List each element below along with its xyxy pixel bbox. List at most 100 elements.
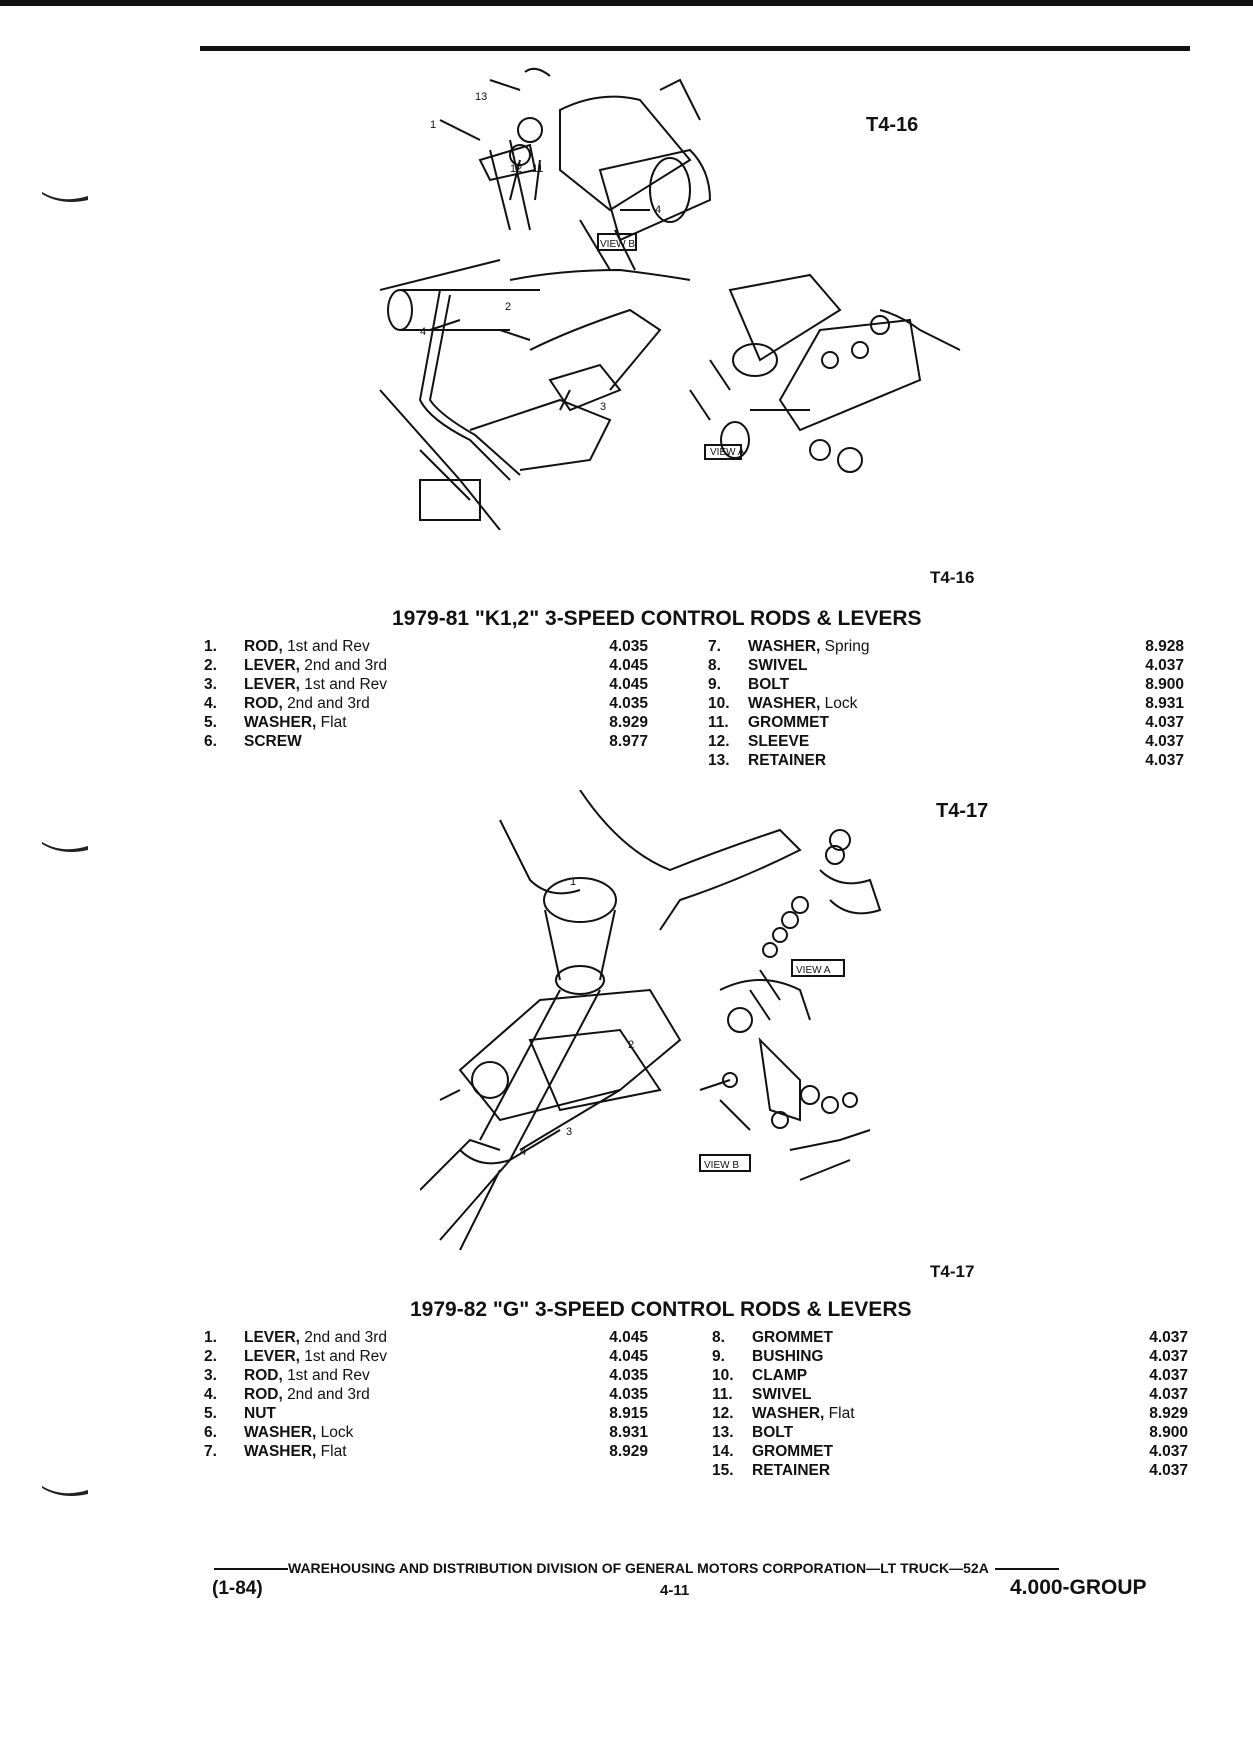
part-name: WASHER, Spring..........................…	[748, 637, 1114, 656]
part-number: 8.	[712, 1329, 725, 1346]
dot-leader: ........................................…	[748, 676, 1114, 693]
part-name: ROD, 1st and Rev........................…	[244, 637, 578, 656]
page-top-edge	[0, 0, 1253, 6]
parts-row: 2.LEVER, 1st and Rev....................…	[204, 1347, 648, 1366]
part-name-main: WASHER,	[752, 1405, 825, 1422]
part-name-main: CLAMP	[752, 1367, 808, 1384]
part-qualifier: 1st and Rev	[287, 1367, 370, 1384]
part-qualifier: Flat	[828, 1405, 855, 1422]
figure-k12-control-rods-diagram: 13 1 12 11 4 VIEW B 4 2 3 VIEW A	[379, 67, 961, 530]
callout-label: 3	[566, 1126, 572, 1138]
part-group-code: 8.929	[609, 1443, 648, 1460]
section1-parts-left: 1. ROD, 1st and Rev......................…	[204, 637, 648, 751]
binder-mark	[42, 1486, 88, 1496]
parts-row: 8. GROMMET ..............................…	[712, 1328, 1188, 1347]
part-qualifier: 2nd and 3rd	[304, 657, 388, 674]
part-group-code: 4.035	[609, 695, 648, 712]
footer-division-text: WAREHOUSING AND DISTRIBUTION DIVISION OF…	[288, 1560, 989, 1576]
part-name: WASHER, Lock............................…	[244, 1423, 578, 1442]
callout-label: 2	[505, 301, 511, 313]
footer-page-number: 4-11	[660, 1582, 690, 1599]
part-name-main: RETAINER	[748, 752, 827, 769]
part-name-main: GROMMET	[752, 1443, 833, 1460]
section2-title: 1979-82 "G" 3-SPEED CONTROL RODS & LEVER…	[410, 1298, 912, 1321]
part-name-main: GROMMET	[748, 714, 829, 731]
parts-row: 12. SLEEVE ..............................…	[708, 732, 1184, 751]
part-name: WASHER, Flat............................…	[752, 1404, 1118, 1423]
part-number: 15.	[712, 1462, 734, 1479]
part-name-main: WASHER,	[244, 1424, 317, 1441]
part-name-main: NUT	[244, 1405, 276, 1422]
part-number: 2.	[204, 1348, 217, 1365]
figure2-tag-top: T4-17	[936, 800, 989, 822]
part-name: LEVER, 2nd and 3rd......................…	[244, 656, 578, 675]
part-group-code: 8.915	[609, 1405, 648, 1422]
view-b-label: VIEW B	[600, 239, 635, 250]
callout-label: 2	[628, 1039, 634, 1051]
part-qualifier: 2nd and 3rd	[304, 1329, 388, 1346]
view-a-label: VIEW A	[710, 447, 745, 458]
part-number: 8.	[708, 657, 721, 674]
callout-label: 1	[430, 119, 436, 131]
section1-title: 1979-81 "K1,2" 3-SPEED CONTROL RODS & LE…	[392, 607, 922, 630]
parts-row: 9.BUSHING ..............................…	[712, 1347, 1188, 1366]
part-name-main: WASHER,	[748, 695, 821, 712]
dot-leader: ........................................…	[244, 1405, 578, 1422]
parts-row: 13.RETAINER ............................…	[708, 751, 1184, 770]
part-name: GROMMET ................................…	[752, 1328, 1118, 1347]
part-number: 1.	[204, 638, 217, 655]
view-a-label: VIEW A	[796, 965, 831, 976]
part-name-main: LEVER,	[244, 1329, 300, 1346]
part-number: 13.	[712, 1424, 734, 1441]
part-name: RETAINER ...............................…	[748, 751, 1114, 770]
part-name: CLAMP ..................................…	[752, 1366, 1118, 1385]
header-rule	[200, 46, 1190, 51]
part-qualifier: Lock	[824, 695, 858, 712]
part-name-main: BOLT	[748, 676, 790, 693]
part-name: WASHER, Flat............................…	[244, 1442, 578, 1461]
part-number: 11.	[712, 1386, 733, 1403]
part-name: BUSHING ................................…	[752, 1347, 1118, 1366]
part-number: 7.	[708, 638, 721, 655]
footer-division-line: WAREHOUSING AND DISTRIBUTION DIVISION OF…	[214, 1560, 1176, 1576]
part-name-main: SWIVEL	[752, 1386, 812, 1403]
part-qualifier: 2nd and 3rd	[287, 1386, 370, 1403]
part-group-code: 4.045	[609, 1348, 648, 1365]
parts-row: 11.GROMMET .............................…	[708, 713, 1184, 732]
part-name: SWIVEL .................................…	[748, 656, 1114, 675]
part-qualifier: Flat	[320, 714, 347, 731]
part-number: 2.	[204, 657, 217, 674]
callout-label: 13	[475, 91, 487, 103]
part-name-main: BOLT	[752, 1424, 794, 1441]
figure1-tag-bottom: T4-16	[930, 568, 975, 587]
part-number: 1.	[204, 1329, 217, 1346]
parts-row: 10.WASHER, Lock.........................…	[708, 694, 1184, 713]
part-group-code: 8.900	[1145, 676, 1184, 693]
parts-row: 1.LEVER, 2nd and 3rd....................…	[204, 1328, 648, 1347]
part-number: 12.	[712, 1405, 734, 1422]
callout-label: 11	[532, 163, 543, 175]
parts-row: 2. LEVER, 2nd and 3rd....................…	[204, 656, 648, 675]
part-name-main: RETAINER	[752, 1462, 831, 1479]
part-name: LEVER, 1st and Rev......................…	[244, 675, 578, 694]
part-group-code: 4.037	[1149, 1329, 1188, 1346]
part-number: 11.	[708, 714, 729, 731]
part-group-code: 4.037	[1149, 1348, 1188, 1365]
parts-row: 5.NUT ..................................…	[204, 1404, 648, 1423]
figure-g-control-rods-diagram: 1 2 3 4 VIEW A VIEW B	[420, 790, 882, 1251]
parts-row: 3.ROD, 1st and Rev......................…	[204, 1366, 648, 1385]
part-group-code: 4.045	[609, 676, 648, 693]
part-name: SLEEVE .................................…	[748, 732, 1114, 751]
part-number: 12.	[708, 733, 730, 750]
parts-row: 3.LEVER, 1st and Rev....................…	[204, 675, 648, 694]
part-number: 7.	[204, 1443, 217, 1460]
part-group-code: 8.977	[609, 733, 648, 750]
parts-row: 12. WASHER, Flat.........................…	[712, 1404, 1188, 1423]
part-number: 4.	[204, 695, 217, 712]
footer-date: (1-84)	[212, 1578, 263, 1599]
part-group-code: 4.035	[609, 638, 648, 655]
part-name-main: LEVER,	[244, 1348, 300, 1365]
part-group-code: 8.931	[609, 1424, 648, 1441]
section2-parts-left: 1. LEVER, 2nd and 3rd....................…	[204, 1328, 648, 1461]
part-name: WASHER, Flat............................…	[244, 713, 578, 732]
